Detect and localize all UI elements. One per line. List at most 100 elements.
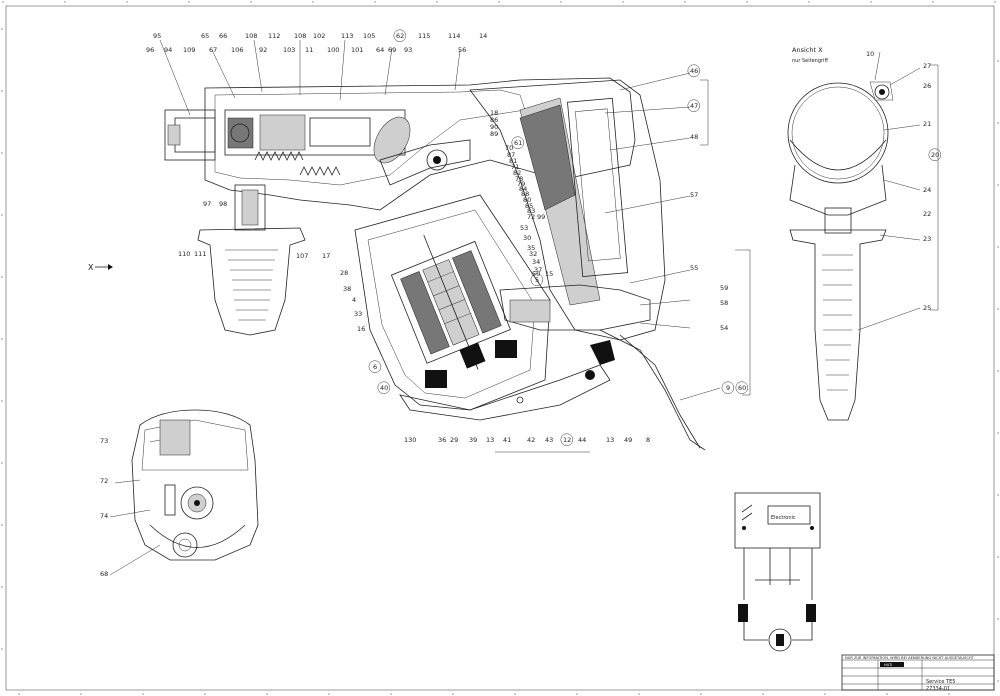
switch-contacts bbox=[741, 504, 753, 521]
front-chuck-center bbox=[194, 500, 200, 506]
callout-33: 33 bbox=[354, 310, 362, 318]
field-coil-right bbox=[452, 250, 502, 334]
cable-sleeve bbox=[590, 340, 615, 365]
clamp-pivot-pin bbox=[879, 89, 885, 95]
leader bbox=[889, 67, 921, 86]
callout-10: 10 bbox=[866, 50, 874, 58]
callout-83: 83 bbox=[527, 207, 535, 215]
chuck-inner bbox=[174, 117, 216, 153]
electronics-box bbox=[767, 505, 811, 525]
callout-23: 23 bbox=[923, 235, 931, 243]
bottom-cover bbox=[399, 364, 611, 421]
x-view-marker: X bbox=[88, 263, 94, 272]
callout-circle bbox=[735, 381, 749, 394]
callout-circle bbox=[368, 360, 382, 373]
callout-98: 98 bbox=[219, 200, 227, 208]
leader bbox=[619, 72, 691, 91]
callout-74: 74 bbox=[100, 512, 108, 520]
callout-79: 79 bbox=[517, 180, 525, 188]
handle-ring-inner bbox=[791, 86, 885, 180]
wiring-diagram: Electronic bbox=[734, 492, 821, 652]
callout-12: 12 bbox=[563, 436, 571, 444]
callout-50: 50 bbox=[532, 270, 540, 278]
terminal-block bbox=[509, 299, 551, 323]
power-cable-outline bbox=[599, 329, 706, 451]
callout-28: 28 bbox=[340, 269, 348, 277]
armature bbox=[390, 234, 511, 370]
callout-36: 36 bbox=[438, 436, 446, 444]
leader bbox=[883, 124, 921, 131]
callout-84: 84 bbox=[519, 185, 527, 193]
callout-29: 29 bbox=[450, 436, 458, 444]
callout-101: 101 bbox=[351, 46, 363, 54]
callout-103: 103 bbox=[283, 46, 295, 54]
callout-95: 95 bbox=[153, 32, 161, 40]
callout-40: 40 bbox=[380, 384, 388, 392]
sheet-border bbox=[5, 5, 995, 691]
callout-67: 67 bbox=[209, 46, 217, 54]
motor-brush bbox=[776, 634, 784, 646]
hammer-drill-section bbox=[164, 77, 706, 451]
front-chuck bbox=[180, 486, 214, 520]
leader bbox=[857, 307, 921, 331]
callout-34: 34 bbox=[532, 258, 540, 266]
callout-65: 65 bbox=[201, 32, 209, 40]
callout-90: 90 bbox=[490, 123, 498, 131]
callout-circle bbox=[928, 148, 942, 161]
callout-21: 21 bbox=[923, 120, 931, 128]
callout-4: 4 bbox=[352, 296, 356, 304]
callout-26: 26 bbox=[923, 82, 931, 90]
callout-43: 43 bbox=[545, 436, 553, 444]
clamp-pivot bbox=[874, 84, 890, 100]
callout-108: 108 bbox=[245, 32, 257, 40]
bearing-ring bbox=[230, 123, 250, 143]
callout-78: 78 bbox=[515, 175, 523, 183]
callout-93: 93 bbox=[404, 46, 412, 54]
drawing-number: 27334-01 bbox=[926, 686, 950, 692]
callout-80: 80 bbox=[523, 196, 531, 204]
callout-30: 30 bbox=[523, 234, 531, 242]
leader bbox=[253, 39, 263, 93]
callout-46: 46 bbox=[690, 67, 698, 75]
callout-107: 107 bbox=[296, 252, 308, 260]
callout-56: 56 bbox=[458, 46, 466, 54]
callout-14: 14 bbox=[479, 32, 487, 40]
leader bbox=[879, 234, 921, 241]
callout-57: 57 bbox=[690, 191, 698, 199]
bracket-46-48 bbox=[700, 79, 709, 146]
electronics-board bbox=[575, 108, 621, 262]
callout-106: 106 bbox=[231, 46, 243, 54]
electronics-module bbox=[567, 97, 629, 278]
piston bbox=[259, 114, 306, 151]
view-x-side-handle: Ansicht X nur Seitengriff bbox=[787, 46, 894, 421]
terminal-dot bbox=[810, 526, 814, 530]
title-note: NUR ZUR INFORMATION, WIRD BEI AENDERUNG … bbox=[845, 656, 975, 660]
field-coil-left bbox=[400, 271, 450, 355]
callout-113: 113 bbox=[341, 32, 353, 40]
callout-8: 8 bbox=[646, 436, 650, 444]
brush-holder-left bbox=[425, 370, 447, 388]
electronics-label: Electronic bbox=[771, 515, 796, 521]
leader-lines bbox=[109, 39, 921, 576]
callout-24: 24 bbox=[923, 186, 931, 194]
callout-109: 109 bbox=[183, 46, 195, 54]
striker bbox=[309, 117, 371, 147]
callout-110: 110 bbox=[178, 250, 190, 258]
callout-99: 99 bbox=[537, 213, 545, 221]
handle-ring bbox=[787, 82, 889, 184]
callout-22: 22 bbox=[923, 210, 931, 218]
field-coil-a bbox=[738, 604, 748, 622]
gear-shaft bbox=[379, 139, 471, 186]
front-housing bbox=[131, 409, 259, 561]
callout-97: 97 bbox=[203, 200, 211, 208]
callout-82: 82 bbox=[513, 169, 521, 177]
chuck-nose bbox=[167, 124, 181, 146]
callout-9: 9 bbox=[726, 384, 730, 392]
callout-111: 111 bbox=[194, 250, 206, 258]
callout-112: 112 bbox=[268, 32, 280, 40]
callout-58: 58 bbox=[720, 299, 728, 307]
callout-59: 59 bbox=[720, 284, 728, 292]
leader bbox=[109, 509, 151, 518]
callout-73: 73 bbox=[100, 437, 108, 445]
